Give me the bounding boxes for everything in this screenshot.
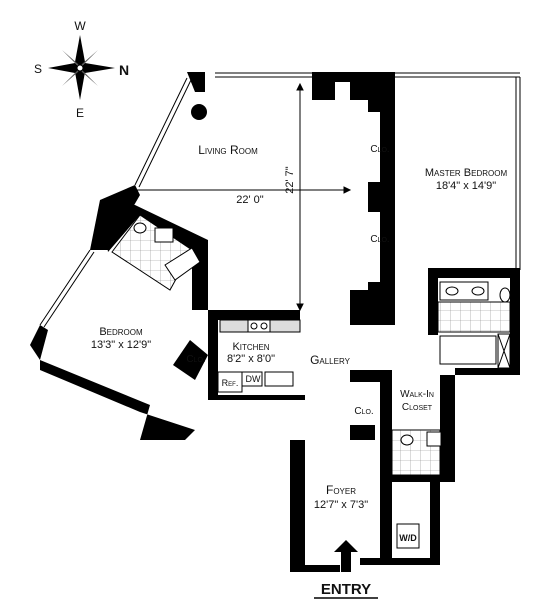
refrigerator-label: Ref. xyxy=(222,378,239,388)
bedroom-label: Bedroom xyxy=(99,326,143,338)
foyer-label: Foyer xyxy=(326,483,356,497)
entry-label: ENTRY xyxy=(321,581,371,598)
sink-icon xyxy=(426,431,442,447)
closet-label: Clo. xyxy=(370,144,389,155)
entry-arrow-icon xyxy=(334,540,358,572)
kitchen-dimensions: 8'2" x 8'0" xyxy=(227,353,275,365)
closet-label: Clo. xyxy=(186,354,205,365)
sink-icon xyxy=(154,227,174,243)
gallery-label: Gallery xyxy=(310,353,351,367)
sink-icon xyxy=(445,286,459,296)
dimension-lines xyxy=(135,82,352,312)
bathtub-icon xyxy=(439,335,497,365)
bathtub-icon xyxy=(164,247,201,281)
dishwasher-icon xyxy=(241,371,263,387)
walk-in-closet-label-line2: Closet xyxy=(402,402,433,413)
compass-s: S xyxy=(34,62,42,76)
bath-fixtures xyxy=(133,222,511,447)
kitchen-label: Kitchen xyxy=(232,341,269,353)
living-room-label: Living Room xyxy=(198,143,258,157)
kitchen-sink-icon xyxy=(264,371,294,387)
washer-dryer-icon xyxy=(396,523,420,549)
closet-label: Clo. xyxy=(370,234,389,245)
living-height-dimension: 22' 7" xyxy=(284,166,296,194)
toilet-icon xyxy=(400,434,414,446)
dishwasher-label: DW xyxy=(246,374,261,384)
foyer-dimensions: 12'7" x 7'3" xyxy=(314,499,368,511)
toilet-icon xyxy=(499,287,511,303)
compass-n: N xyxy=(119,62,129,78)
walk-in-closet-label-line1: Walk-In xyxy=(400,389,434,400)
living-width-dimension: 22' 0" xyxy=(236,194,264,206)
toilet-icon xyxy=(133,222,147,234)
sink-icon xyxy=(471,286,485,296)
kitchen-fixtures xyxy=(217,319,420,549)
washer-dryer-label: W/D xyxy=(399,533,417,543)
windows xyxy=(39,72,521,328)
column-icon xyxy=(191,104,207,120)
compass-e: E xyxy=(76,106,84,120)
compass-rose: W E S N xyxy=(34,19,129,120)
master-bedroom-label: Master Bedroom xyxy=(425,167,508,179)
compass-w: W xyxy=(74,19,86,33)
bedroom-dimensions: 13'3" x 12'9" xyxy=(91,339,151,351)
master-bedroom-dimensions: 18'4" x 14'9" xyxy=(436,180,496,192)
closet-label: Clo. xyxy=(354,406,373,417)
